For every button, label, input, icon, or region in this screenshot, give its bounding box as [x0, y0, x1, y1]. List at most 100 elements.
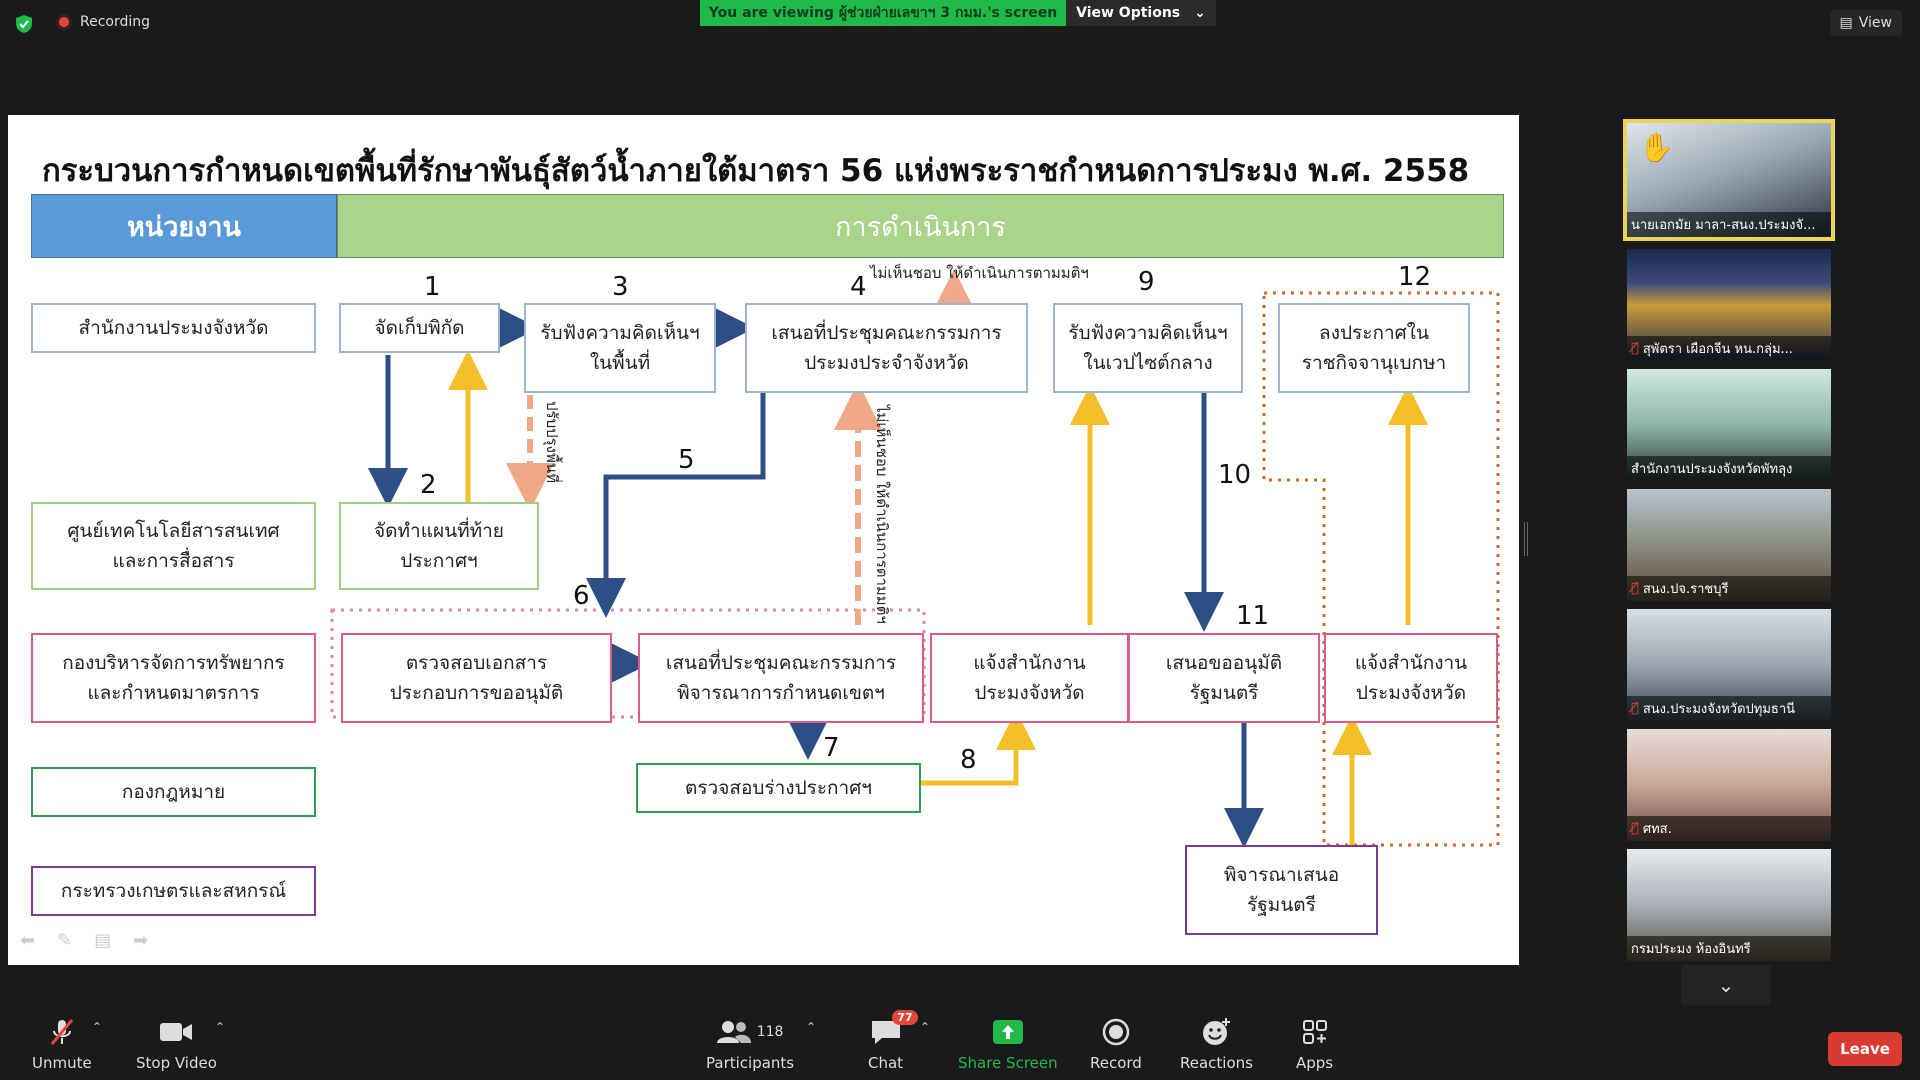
mic-off-icon: 🎙̸: [1631, 341, 1639, 356]
raised-hand-icon: ✋: [1639, 131, 1674, 164]
apps-label: Apps: [1296, 1054, 1334, 1072]
unit-ministry-agriculture: กระทรวงเกษตรและสหกรณ์: [31, 866, 316, 916]
participants-options-caret[interactable]: ⌃: [806, 1020, 817, 1034]
header-unit: หน่วยงาน: [31, 194, 337, 258]
step-9-box: รับฟังความคิดเห็นฯ ในเวปไซต์กลาง: [1053, 303, 1243, 393]
participant-name: 🎙̸สนง.ปจ.ราชบุรี: [1627, 576, 1831, 601]
recording-label: Recording: [80, 14, 151, 30]
layout-icon: ▤: [1839, 15, 1853, 31]
participant-name: สำนักงานประมงจังหวัดพัทลุง: [1627, 456, 1831, 481]
participants-icon: 118: [716, 1016, 784, 1048]
chevron-down-icon: ⌄: [1717, 973, 1735, 997]
participant-name: 🎙̸สุพัตรา เผือกจีน หน.กลุ่ม...: [1627, 336, 1831, 361]
participant-tile[interactable]: กรมประมง ห้องอินทรี: [1627, 849, 1831, 961]
mic-off-icon: 🎙̸: [1631, 701, 1639, 716]
participants-count: 118: [756, 1024, 784, 1040]
reactions-label: Reactions: [1180, 1054, 1253, 1072]
top-bar: Recording You are viewing ผู้ช่วยฝ่ายเลข…: [0, 0, 1920, 48]
unmute-label: Unmute: [32, 1054, 92, 1072]
step-number-4: 4: [850, 272, 867, 302]
viewing-banner: You are viewing ผู้ช่วยฝ่ายเลขาฯ 3 กมม.'…: [700, 0, 1066, 26]
pen-icon[interactable]: ✎: [57, 930, 73, 951]
participant-tile[interactable]: 🎙̸ศทส.: [1627, 729, 1831, 841]
step-number-7: 7: [823, 733, 840, 763]
step-number-3: 3: [612, 272, 629, 302]
participant-tile[interactable]: 🎙̸สุพัตรา เผือกจีน หน.กลุ่ม...: [1627, 249, 1831, 361]
apps-button[interactable]: Apps: [1296, 1016, 1333, 1072]
share-screen-icon: [992, 1016, 1024, 1048]
record-label: Record: [1090, 1054, 1142, 1072]
view-options-button[interactable]: View Options ⌄: [1066, 0, 1216, 26]
step-number-1: 1: [424, 272, 441, 302]
view-label: View: [1858, 15, 1892, 31]
step-11b-box: พิจารณาเสนอ รัฐมนตรี: [1185, 845, 1378, 935]
step-4-box: เสนอที่ประชุมคณะกรรมการ ประมงประจำจังหวั…: [745, 303, 1028, 393]
video-camera-icon: [159, 1016, 193, 1048]
chat-options-caret[interactable]: ⌃: [920, 1020, 931, 1034]
mic-muted-icon: [46, 1016, 78, 1048]
unit-resource-management: กองบริหารจัดการทรัพยากร และกำหนดมาตรการ: [31, 633, 316, 723]
slides-icon[interactable]: ▤: [94, 930, 112, 951]
share-screen-button[interactable]: Share Screen: [958, 1016, 1058, 1072]
chat-unread-badge: 77: [892, 1010, 918, 1025]
shield-icon[interactable]: [14, 14, 34, 34]
participant-gallery: ✋ นายเอกมัย มาลา-สนง.ประมงจั... 🎙̸สุพัตร…: [1623, 119, 1835, 969]
reactions-button[interactable]: Reactions: [1180, 1016, 1253, 1072]
step-3-box: รับฟังความคิดเห็นฯ ในพื้นที่: [524, 303, 716, 393]
view-button[interactable]: ▤ View: [1829, 10, 1902, 36]
step-number-10: 10: [1218, 460, 1252, 490]
participant-tile[interactable]: 🎙̸สนง.ปจ.ราชบุรี: [1627, 489, 1831, 601]
step-8-box: แจ้งสำนักงาน ประมงจังหวัด: [930, 633, 1129, 723]
slide-title: กระบวนการกำหนดเขตพื้นที่รักษาพันธุ์สัตว์…: [42, 153, 1470, 189]
step-11-box: เสนอขออนุมัติ รัฐมนตรี: [1128, 633, 1320, 723]
chat-label: Chat: [868, 1054, 904, 1072]
step-number-9: 9: [1138, 267, 1155, 297]
step-1-box: จัดเก็บพิกัด: [339, 303, 500, 353]
participant-name: กรมประมง ห้องอินทรี: [1627, 936, 1831, 961]
step-12-box: ลงประกาศใน ราชกิจจานุเบกษา: [1278, 303, 1470, 393]
step-6-box: ตรวจสอบเอกสาร ประกอบการขออนุมัติ: [341, 633, 612, 723]
participant-name: 🎙̸สนง.ประมงจังหวัดปทุมธานี: [1627, 696, 1831, 721]
participant-tile[interactable]: ✋ นายเอกมัย มาลา-สนง.ประมงจั...: [1623, 119, 1835, 241]
note-revise-area: ปรับปรุงพื้นที่: [543, 401, 561, 484]
step-number-6: 6: [573, 581, 590, 611]
bottom-toolbar: Unmute ⌃ Stop Video ⌃ 118 Participants ⌃…: [0, 1010, 1920, 1080]
step-number-8: 8: [960, 745, 977, 775]
stop-video-button[interactable]: Stop Video: [136, 1016, 217, 1072]
share-screen-label: Share Screen: [958, 1054, 1058, 1072]
unmute-button[interactable]: Unmute: [32, 1016, 92, 1072]
step-2-box: จัดทำแผนที่ท้าย ประกาศฯ: [339, 502, 539, 590]
audio-options-caret[interactable]: ⌃: [92, 1020, 103, 1034]
mic-off-icon: 🎙̸: [1631, 581, 1639, 596]
step-number-11: 11: [1236, 601, 1270, 631]
apps-icon: [1302, 1016, 1328, 1048]
recording-indicator[interactable]: Recording: [56, 14, 150, 30]
note-vertical-reject: ไม่เห็นชอบ ให้ดำเนินการตามมติฯ: [873, 405, 891, 624]
participant-tile[interactable]: สำนักงานประมงจังหวัดพัทลุง: [1627, 369, 1831, 481]
participant-tile[interactable]: 🎙̸สนง.ประมงจังหวัดปทุมธานี: [1627, 609, 1831, 721]
view-options-label: View Options: [1076, 5, 1181, 21]
unit-provincial-fisheries: สำนักงานประมงจังหวัด: [31, 303, 316, 353]
forward-arrow-icon[interactable]: ➡: [133, 930, 149, 951]
gallery-scroll-down[interactable]: ⌄: [1681, 965, 1771, 1005]
participants-label: Participants: [706, 1054, 795, 1072]
leave-button[interactable]: Leave: [1828, 1032, 1902, 1066]
unit-legal-division: กองกฎหมาย: [31, 767, 316, 817]
mic-off-icon: 🎙̸: [1631, 821, 1639, 836]
shared-slide: กระบวนการกำหนดเขตพื้นที่รักษาพันธุ์สัตว์…: [8, 115, 1519, 965]
panel-splitter[interactable]: [1524, 522, 1528, 556]
participant-name: นายเอกมัย มาลา-สนง.ประมงจั...: [1627, 212, 1831, 237]
record-icon: [1102, 1016, 1130, 1048]
note-top-reject: ไม่เห็นชอบ ให้ดำเนินการตามมติฯ: [870, 264, 1089, 282]
back-arrow-icon[interactable]: ⬅: [20, 930, 36, 951]
chat-icon: 77: [870, 1010, 918, 1048]
step-12b-box: แจ้งสำนักงาน ประมงจังหวัด: [1324, 633, 1498, 723]
chat-button[interactable]: 77 Chat: [868, 1010, 918, 1072]
record-button[interactable]: Record: [1090, 1016, 1142, 1072]
participants-button[interactable]: 118 Participants: [706, 1016, 794, 1072]
video-options-caret[interactable]: ⌃: [215, 1020, 226, 1034]
chevron-down-icon: ⌄: [1194, 5, 1206, 21]
header-operations: การดำเนินการ: [337, 194, 1504, 258]
step-number-2: 2: [420, 470, 437, 500]
